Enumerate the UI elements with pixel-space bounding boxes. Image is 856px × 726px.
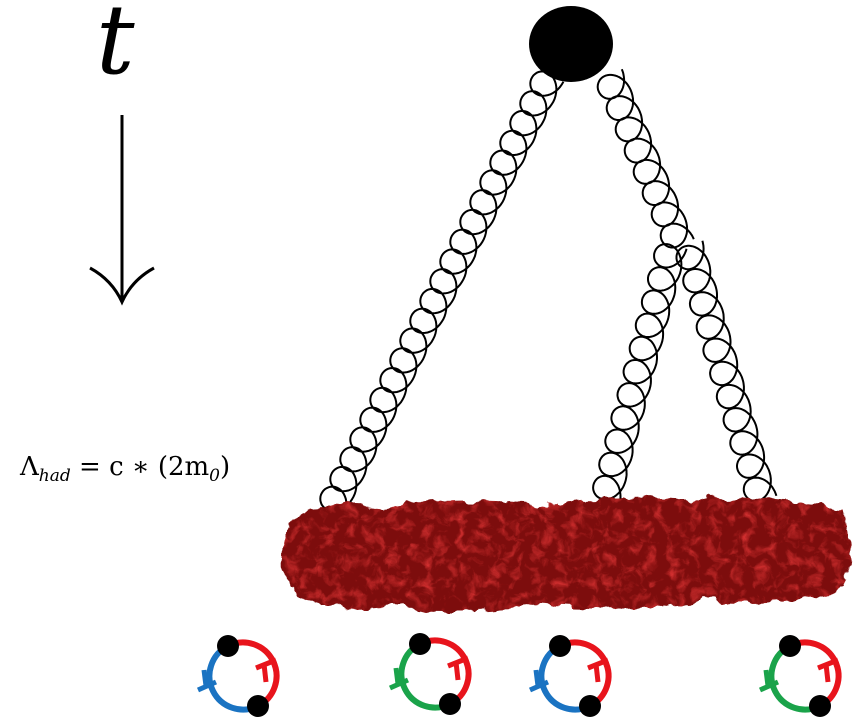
antiquark-arrow [758, 669, 780, 693]
meson-vertex [409, 633, 431, 655]
gluon-right-upper [596, 68, 695, 249]
antiquark-arrow [528, 669, 550, 693]
lambda-subscript: had [38, 466, 71, 487]
antiquark-arrow [196, 669, 218, 693]
gluon-left [319, 70, 565, 518]
meson-vertex [217, 635, 239, 657]
quark-arrow [447, 655, 469, 681]
antiquark-line [538, 643, 592, 713]
antiquark-line [398, 641, 452, 711]
meson-vertex [549, 635, 571, 657]
meson-vertex [247, 695, 269, 717]
meson-loops [196, 633, 842, 717]
antiquark-arrow [388, 667, 410, 691]
gluon-right-a [592, 243, 688, 505]
meson-3 [528, 635, 612, 717]
meson-vertex [779, 635, 801, 657]
meson-vertex [579, 695, 601, 717]
meson-2 [388, 633, 472, 715]
time-arrow [89, 115, 155, 306]
antiquark-line [206, 643, 260, 713]
mass-subscript: 0 [209, 466, 220, 487]
hadronization-scale-label: Λhad = c ∗ (2m0) [20, 452, 230, 486]
meson-4 [758, 635, 842, 717]
hadronization-blob [283, 497, 849, 610]
gluon-lines [319, 68, 778, 518]
quark-arrow [255, 657, 277, 683]
quark-arrow [817, 657, 839, 683]
antiquark-line [768, 643, 822, 713]
scale-close-paren: ) [220, 452, 231, 482]
gluon-right-b [675, 240, 778, 502]
scale-expression: = c ∗ (2m [79, 452, 210, 482]
initial-vertex [529, 6, 613, 82]
time-axis-label: t [96, 0, 135, 96]
meson-1 [196, 635, 280, 717]
lambda-symbol: Λ [20, 452, 39, 482]
meson-vertex [439, 693, 461, 715]
quark-arrow [587, 657, 609, 683]
meson-vertex [809, 695, 831, 717]
